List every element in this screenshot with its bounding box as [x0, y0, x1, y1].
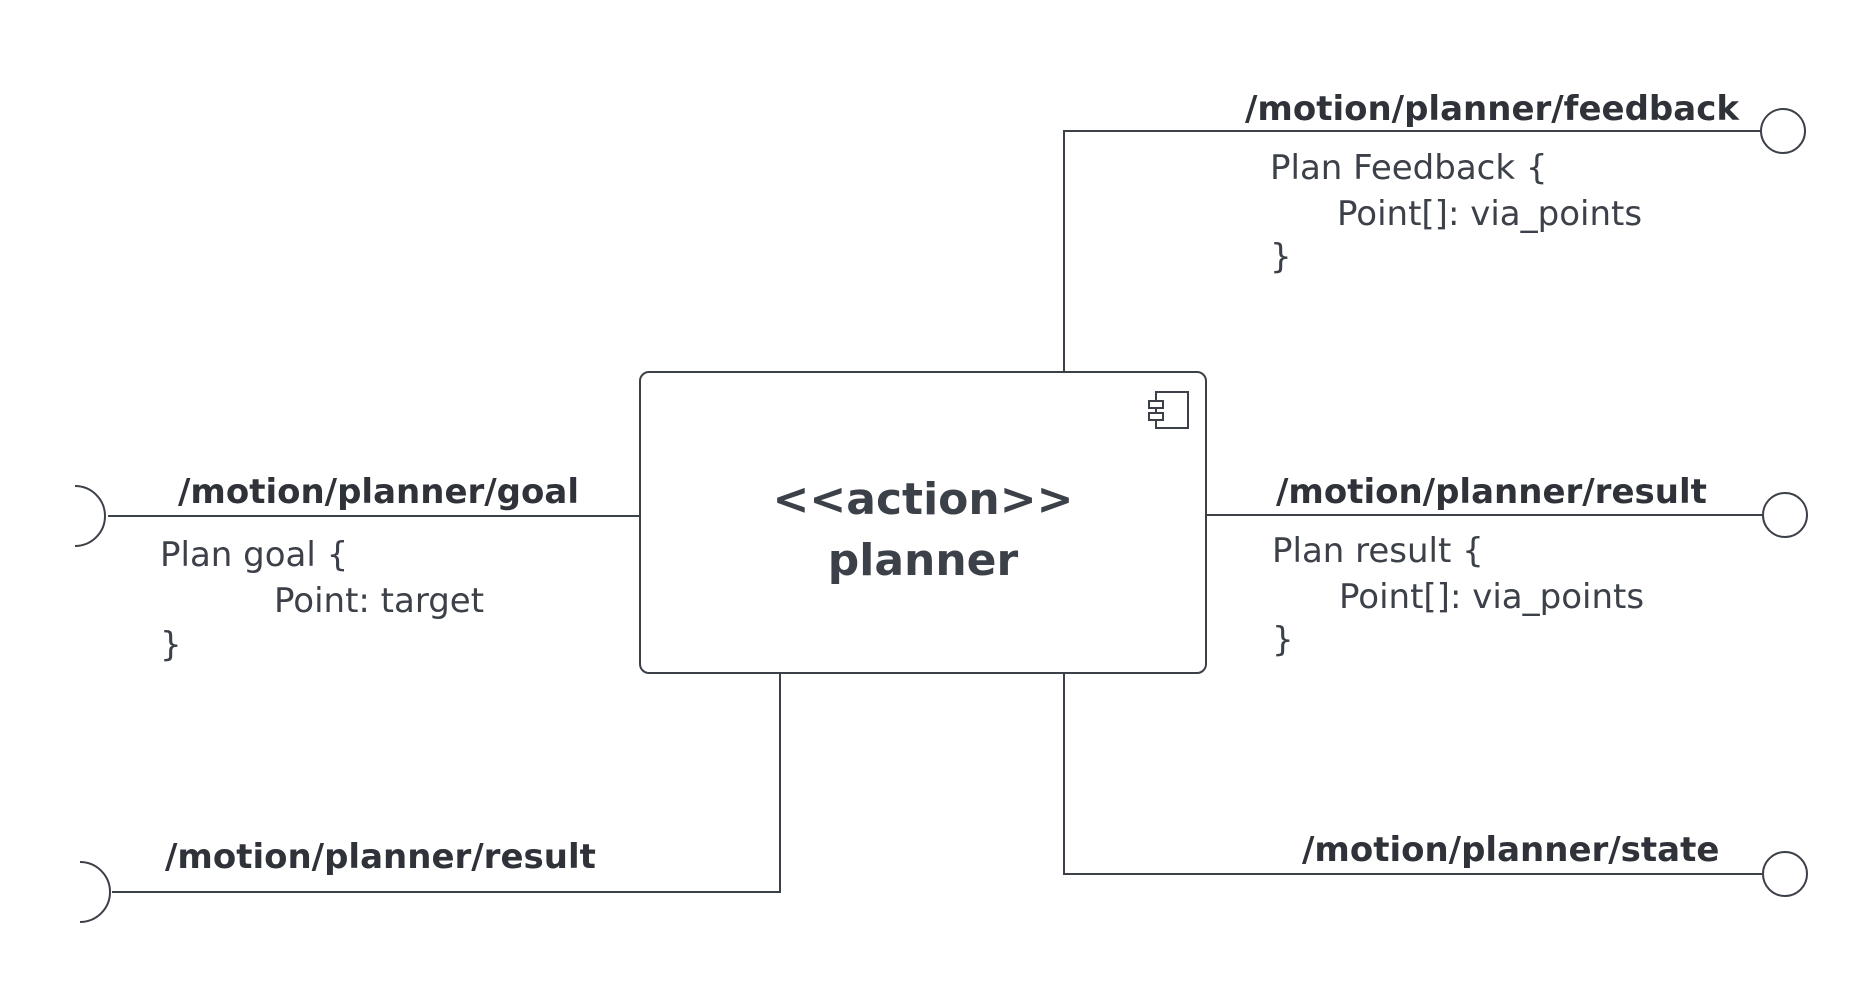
uml-component-icon [1148, 391, 1189, 429]
feedback-message-footer: } [1270, 237, 1292, 277]
feedback-message-field: Point[]: via_points [1337, 194, 1642, 234]
result-out-message-field: Point[]: via_points [1339, 577, 1644, 617]
result-out-message-footer: } [1272, 620, 1294, 660]
feedback-lollipop [1760, 108, 1806, 154]
result-out-interface: /motion/planner/result Plan result { Poi… [1206, 472, 1808, 660]
planner-component[interactable]: <<action>> planner [639, 371, 1207, 674]
result-in-socket [79, 861, 111, 923]
result-out-topic-label[interactable]: /motion/planner/result [1276, 472, 1707, 512]
result-out-lollipop [1762, 492, 1808, 538]
goal-interface: /motion/planner/goal Plan goal { Point: … [74, 472, 640, 665]
component-name: planner [828, 535, 1019, 586]
feedback-interface: /motion/planner/feedback Plan Feedback {… [1063, 89, 1806, 372]
goal-message-header: Plan goal { [160, 535, 348, 575]
state-connector [1063, 673, 1762, 875]
goal-topic-label[interactable]: /motion/planner/goal [178, 472, 579, 512]
goal-message-footer: } [160, 625, 182, 665]
feedback-topic-label[interactable]: /motion/planner/feedback [1245, 89, 1740, 129]
result-in-topic-label[interactable]: /motion/planner/result [165, 837, 596, 877]
feedback-connector [1063, 130, 1760, 372]
state-lollipop [1762, 851, 1808, 897]
result-out-message-header: Plan result { [1272, 531, 1484, 571]
state-interface: /motion/planner/state [1063, 673, 1808, 897]
state-topic-label[interactable]: /motion/planner/state [1302, 830, 1719, 870]
goal-socket [74, 485, 106, 547]
component-box [639, 371, 1207, 674]
goal-message-field: Point: target [274, 581, 484, 621]
feedback-message-header: Plan Feedback { [1270, 148, 1548, 188]
result-in-interface: /motion/planner/result [79, 673, 781, 923]
result-in-connector [112, 673, 781, 893]
component-stereotype: <<action>> [773, 474, 1074, 525]
